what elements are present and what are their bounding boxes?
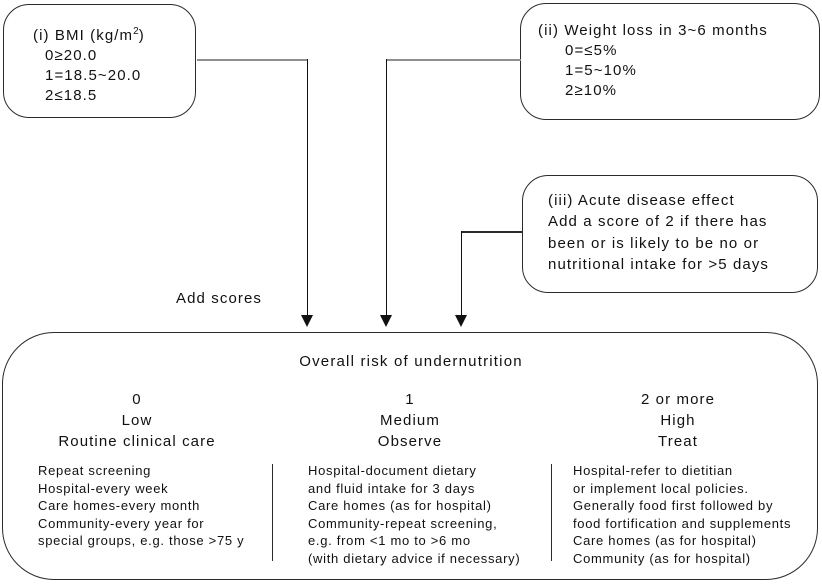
risk-column-high-header: 2 or more High Treat [568, 389, 788, 452]
bmi-score-box: (i) BMI (kg/m2) 0≥20.0 1=18.5~20.0 2≤18.… [3, 4, 196, 118]
low-action-label: Routine clinical care [58, 433, 216, 450]
bmi-title-text: (i) BMI (kg/m [33, 27, 134, 44]
weight-loss-score-box: (ii) Weight loss in 3~6 months 0=≤5% 1=5… [520, 3, 820, 120]
high-action-label: Treat [658, 433, 698, 450]
column-divider-right [551, 464, 552, 561]
column-divider-left [272, 464, 273, 561]
high-score-value: 2 or more [640, 391, 716, 408]
medium-score-value: 1 [405, 391, 415, 408]
weight-loss-box-title: (ii) Weight loss in 3~6 months [538, 22, 768, 39]
acute-disease-connector-line [461, 231, 522, 233]
add-scores-label: Add scores [176, 290, 263, 307]
acute-disease-box: (iii) Acute disease effect Add a score o… [522, 175, 818, 293]
low-risk-level: Low [121, 412, 153, 429]
high-risk-details: Hospital-refer to dietitian or implement… [573, 463, 792, 566]
medium-risk-level: Medium [380, 412, 440, 429]
risk-column-medium-header: 1 Medium Observe [300, 389, 520, 452]
weight-loss-arrow-line [385, 59, 387, 316]
low-score-value: 0 [132, 391, 142, 408]
acute-disease-down-arrowhead-icon [454, 315, 467, 327]
acute-disease-arrow-line [460, 231, 462, 316]
medium-risk-details: Hospital-document dietary and fluid inta… [308, 463, 521, 566]
risk-column-low-header: 0 Low Routine clinical care [27, 389, 247, 452]
bmi-box-title: (i) BMI (kg/m2) [33, 22, 195, 46]
medium-action-label: Observe [377, 433, 443, 450]
overall-risk-title: Overall risk of undernutrition [299, 353, 523, 370]
bmi-score-items: 0≥20.0 1=18.5~20.0 2≤18.5 [45, 47, 142, 104]
weight-loss-score-items: 0=≤5% 1=5~10% 2≥10% [565, 42, 637, 99]
overall-risk-box [2, 332, 818, 580]
high-risk-level: High [660, 412, 696, 429]
low-risk-details: Repeat screening Hospital-every week Car… [38, 463, 245, 549]
weight-loss-connector-line [386, 59, 521, 61]
weight-loss-down-arrowhead-icon [379, 315, 392, 327]
bmi-arrow-line [306, 59, 308, 316]
bmi-down-arrowhead-icon [300, 315, 313, 327]
bmi-connector-line [197, 59, 308, 61]
bmi-title-close-paren: ) [138, 27, 145, 44]
superscript-2: 2 [133, 26, 139, 37]
